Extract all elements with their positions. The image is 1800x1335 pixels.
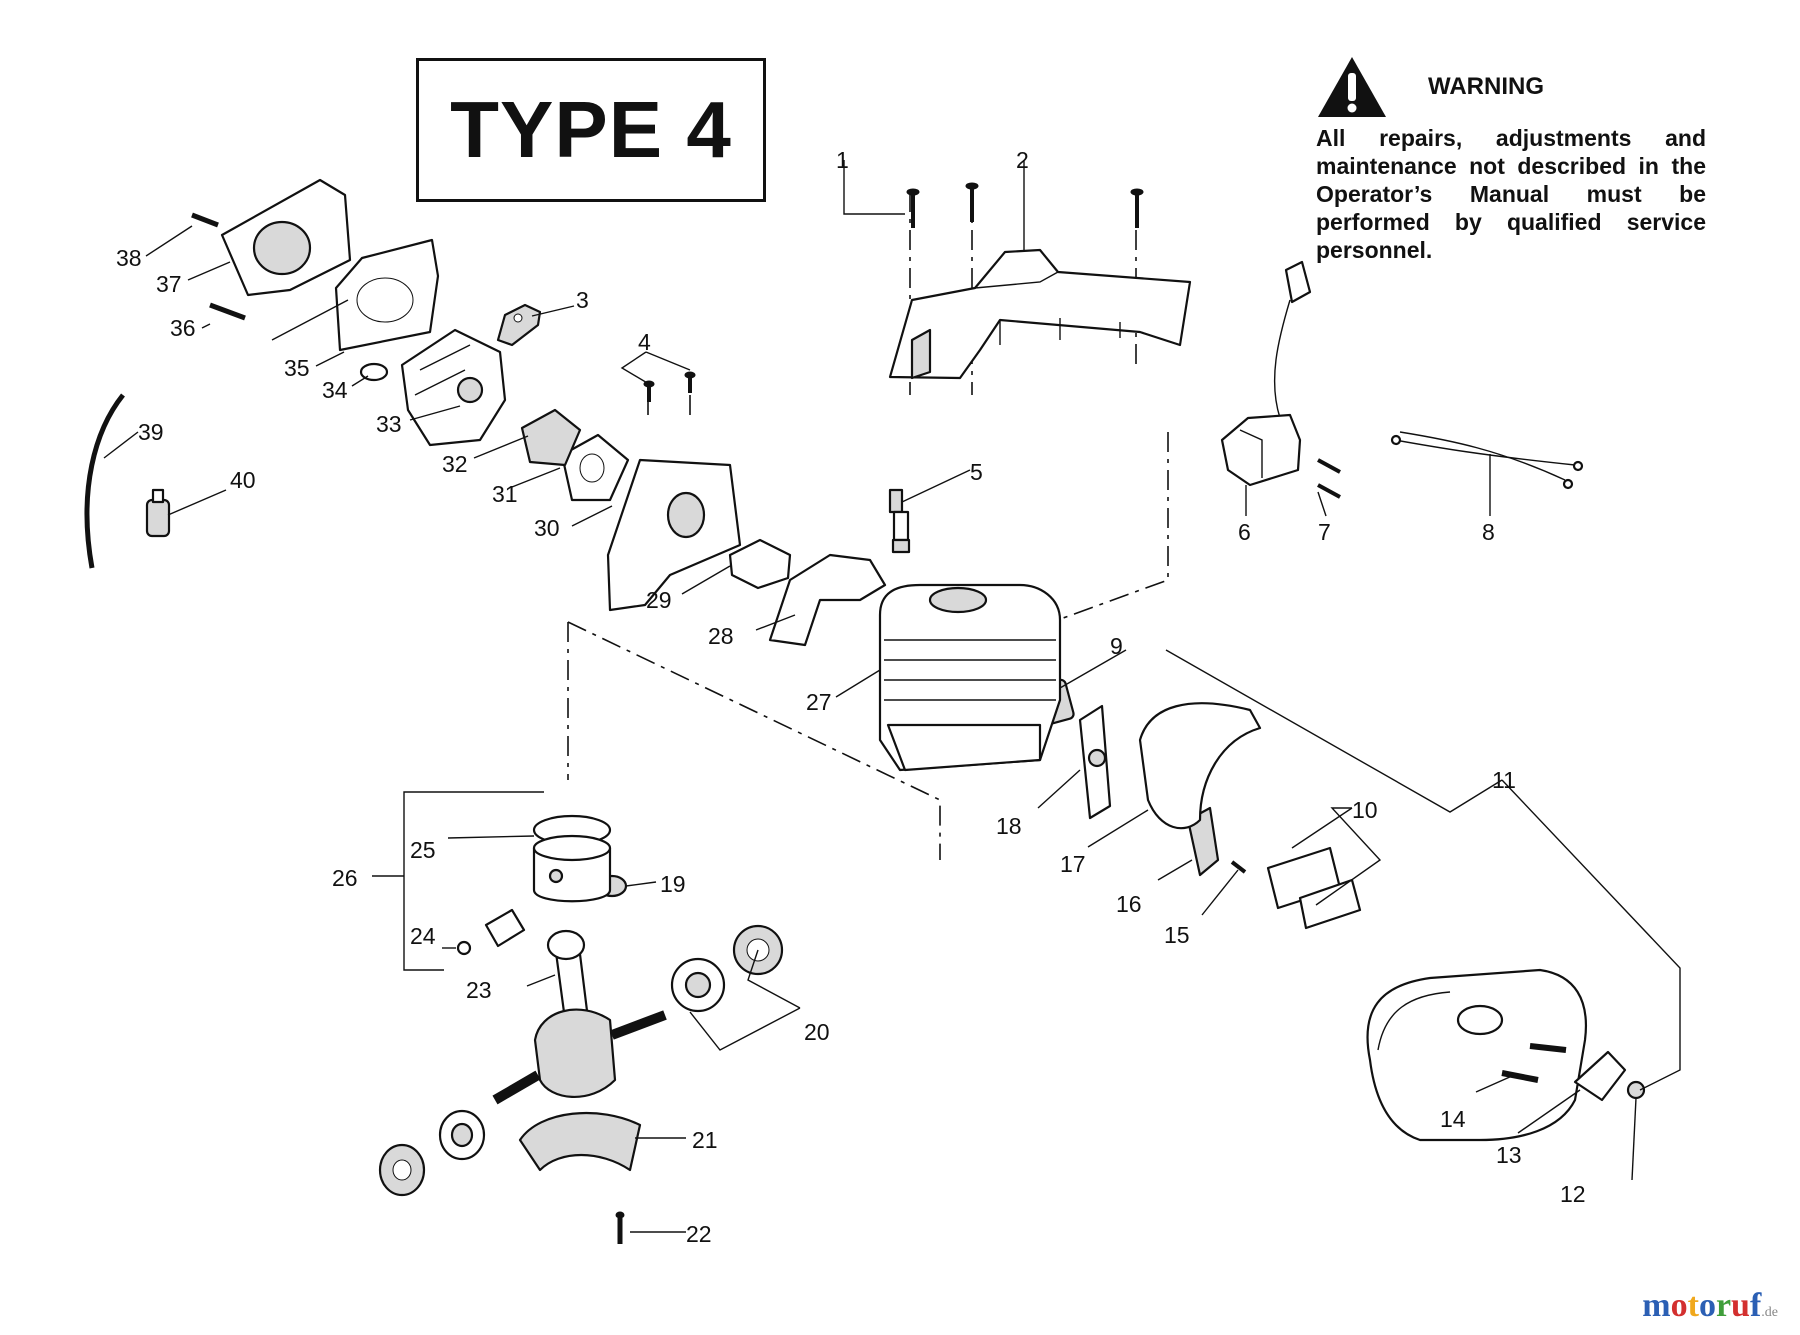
part-12-nut (1626, 1080, 1646, 1100)
part-7-screws (1317, 458, 1341, 499)
part-24-circlip (456, 940, 472, 956)
callout-32: 32 (442, 451, 468, 477)
part-11-muffler (1366, 968, 1587, 1142)
callout-30: 30 (534, 515, 560, 541)
callout-15: 15 (1164, 922, 1190, 948)
callout-11: 11 (1492, 767, 1516, 793)
part-31-gasket (560, 433, 630, 502)
callout-13: 13 (1496, 1142, 1522, 1168)
part-25-piston (532, 814, 612, 903)
callout-31: 31 (492, 481, 518, 507)
callout-19: 19 (660, 871, 686, 897)
part-lower-bearings (378, 1109, 486, 1197)
part-5-spark-plug (888, 488, 911, 554)
callout-3: 3 (576, 287, 589, 313)
part-37-filter-cover (220, 178, 352, 297)
callout-5: 5 (970, 459, 983, 485)
part-13-cover-plate (1573, 1050, 1627, 1102)
part-2-cylinder-cover (888, 248, 1192, 380)
part-30-carb-adapter (606, 458, 742, 612)
warning-heading: WARNING (1428, 73, 1544, 100)
part-38-screw (191, 212, 219, 228)
callout-24: 24 (410, 923, 436, 949)
part-29-flange (728, 538, 792, 590)
part-36-screw (209, 302, 246, 321)
warning-notice: WARNING All repairs, adjustments and mai… (1316, 52, 1706, 264)
part-21-crankcase (518, 1111, 642, 1172)
part-15-screw (1230, 860, 1247, 874)
part-17-heat-shield (1138, 702, 1262, 830)
callout-18: 18 (996, 813, 1022, 839)
callout-40: 40 (230, 467, 256, 493)
callout-6: 6 (1238, 519, 1251, 545)
callout-33: 33 (376, 411, 402, 437)
warning-header: WARNING (1316, 52, 1706, 122)
watermark-suffix: .de (1761, 1305, 1778, 1320)
callout-34: 34 (322, 377, 348, 403)
part-22-screw (615, 1211, 625, 1244)
type-title: TYPE 4 (450, 85, 732, 174)
part-28-intake-boot (768, 553, 887, 647)
part-33-carburetor (400, 328, 507, 447)
part-18-gasket (1078, 704, 1112, 820)
callout-37: 37 (156, 271, 182, 297)
callout-23: 23 (466, 977, 492, 1003)
callout-27: 27 (806, 689, 832, 715)
callout-12: 12 (1560, 1181, 1586, 1207)
part-20-bearings (670, 924, 784, 1013)
callout-38: 38 (116, 245, 142, 271)
part-35-filter-base (334, 238, 440, 352)
callout-21: 21 (692, 1127, 718, 1153)
callout-2: 2 (1016, 147, 1029, 173)
part-4-screws (643, 371, 696, 402)
callout-8: 8 (1482, 519, 1495, 545)
callout-35: 35 (284, 355, 310, 381)
callout-22: 22 (686, 1221, 712, 1247)
callout-39: 39 (138, 419, 164, 445)
callout-26: 26 (332, 865, 358, 891)
callout-10: 10 (1352, 797, 1378, 823)
callout-17: 17 (1060, 851, 1086, 877)
type-label-box: TYPE 4 (416, 58, 766, 202)
part-27-cylinder (878, 583, 1062, 772)
watermark-logo: motoruf.de (1642, 1287, 1778, 1325)
callout-14: 14 (1440, 1106, 1466, 1132)
warning-text: All repairs, adjustments and maintenance… (1316, 125, 1706, 263)
callout-25: 25 (410, 837, 436, 863)
callout-9: 9 (1110, 633, 1123, 659)
part-39-fuel-hose (84, 393, 125, 569)
warning-triangle-icon (1318, 57, 1386, 117)
watermark-brand: motoruf (1642, 1287, 1762, 1324)
callout-7: 7 (1318, 519, 1331, 545)
part-1-screws (906, 182, 1144, 228)
callout-29: 29 (646, 587, 672, 613)
part-8-wire-harness (1390, 431, 1584, 490)
leader-lines (103, 160, 1681, 1233)
callout-28: 28 (708, 623, 734, 649)
callout-36: 36 (170, 315, 196, 341)
callout-16: 16 (1116, 891, 1142, 917)
part-23-crankshaft (492, 929, 667, 1105)
part-3-bracket (496, 303, 542, 347)
part-6-ignition-module (1220, 260, 1312, 487)
part-32-gasket (520, 408, 582, 467)
callout-numbers: 1 2 3 4 5 6 7 8 9 10 11 12 13 14 15 16 1… (116, 147, 1586, 1247)
callout-1: 1 (836, 147, 849, 173)
callout-20: 20 (804, 1019, 830, 1045)
callout-4: 4 (638, 329, 651, 355)
part-10-muffler-plate (1266, 846, 1362, 930)
part-40-fuel-filter (145, 488, 171, 538)
part-gudgeon-pin (484, 908, 526, 948)
part-14-bolts (1501, 1043, 1567, 1083)
